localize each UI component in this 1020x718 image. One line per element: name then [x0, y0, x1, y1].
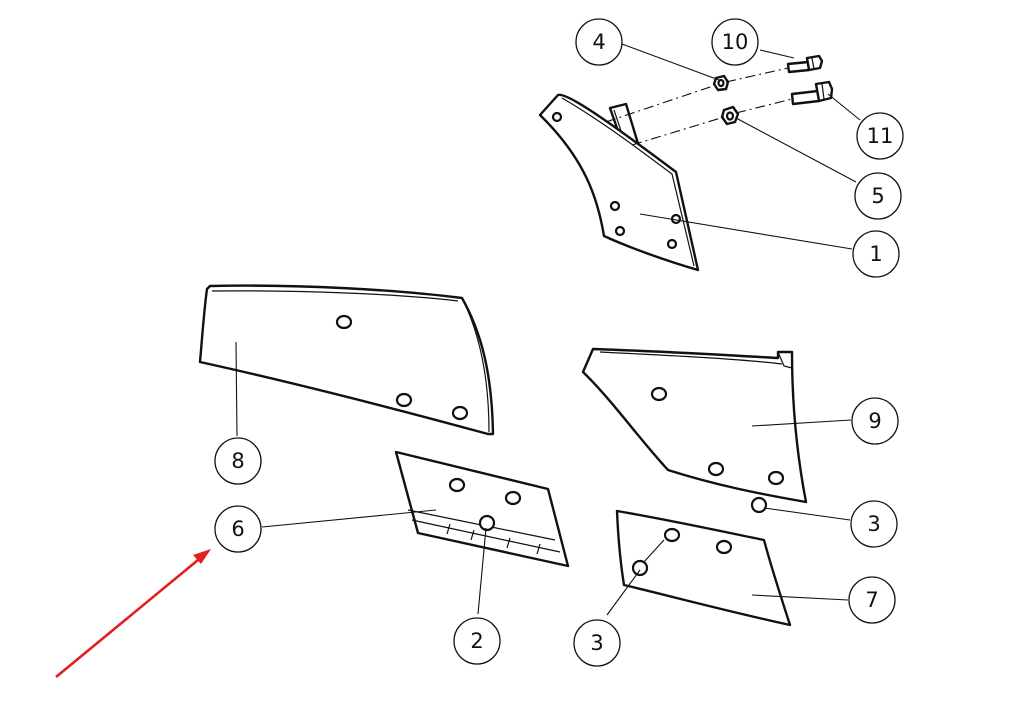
callout-label: 3 — [590, 631, 603, 655]
mouldboard-part-8 — [198, 284, 495, 436]
callout-4: 4 — [575, 18, 623, 66]
callout-label: 8 — [231, 449, 244, 473]
assembly-axis-line — [631, 98, 793, 146]
callout-label: 9 — [868, 409, 881, 433]
callout-8: 8 — [214, 437, 262, 485]
callout-5: 5 — [854, 172, 902, 220]
callout-7: 7 — [848, 576, 896, 624]
bolt-head-3-upper — [750, 496, 768, 514]
share-part-6 — [394, 450, 570, 568]
callout-label: 7 — [865, 588, 878, 612]
share-hole — [663, 527, 681, 543]
callout-label: 2 — [470, 629, 483, 653]
callout-2: 2 — [453, 617, 501, 665]
callout-9: 9 — [851, 397, 899, 445]
landside-hole — [650, 386, 668, 402]
callout-label: 4 — [592, 30, 605, 54]
nut-5 — [720, 105, 740, 126]
leader-lines — [235, 43, 861, 616]
frog-bracket-part — [538, 93, 700, 272]
callout-label: 10 — [722, 30, 749, 54]
red-arrow-icon — [55, 549, 211, 679]
share-hole — [504, 490, 522, 506]
mouldboard-hole — [451, 405, 469, 421]
callout-3-upper: 3 — [850, 500, 898, 548]
landside-hole — [707, 461, 725, 477]
callout-label: 6 — [231, 517, 244, 541]
frog-hole — [666, 238, 678, 250]
nut-4 — [712, 74, 730, 92]
share-hole — [715, 539, 733, 555]
landside-hole — [767, 470, 785, 486]
callout-label: 5 — [871, 184, 884, 208]
bolt-10 — [786, 54, 824, 74]
callout-label: 3 — [867, 512, 880, 536]
landside-part-9 — [581, 347, 808, 504]
mouldboard-hole — [335, 314, 353, 330]
assembly-axis-line — [605, 67, 789, 123]
share-bolt-head — [478, 514, 496, 532]
callout-label: 11 — [867, 124, 894, 148]
bolt-11 — [790, 80, 834, 106]
frog-hole — [609, 200, 621, 212]
frog-hole — [614, 225, 626, 237]
callout-10: 10 — [711, 18, 759, 66]
share-part-7 — [615, 509, 792, 627]
callout-6: 6 — [214, 505, 262, 553]
callout-1: 1 — [852, 230, 900, 278]
callout-label: 1 — [869, 242, 882, 266]
mouldboard-hole — [395, 392, 413, 408]
callout-3-lower: 3 — [573, 619, 621, 667]
callout-11: 11 — [856, 112, 904, 160]
share-bolt-head — [631, 559, 649, 577]
frog-hole — [551, 111, 563, 123]
share-hole — [448, 477, 466, 493]
